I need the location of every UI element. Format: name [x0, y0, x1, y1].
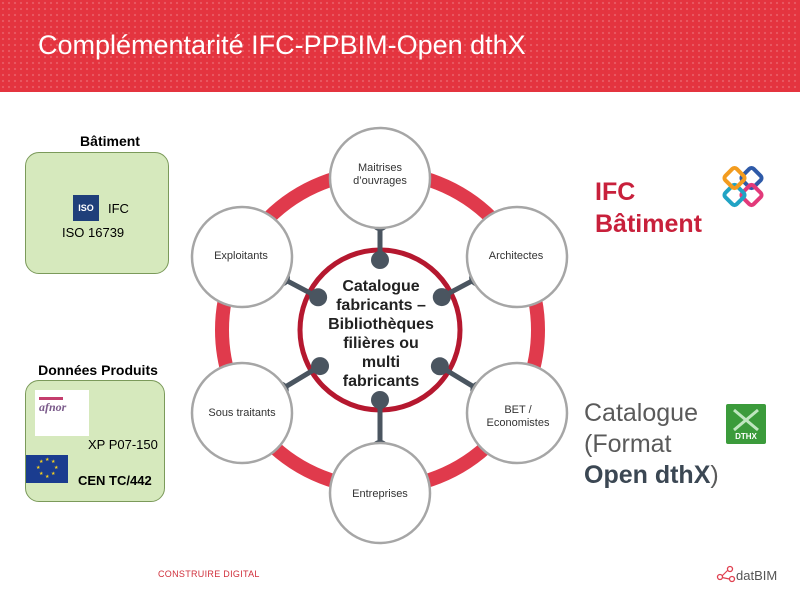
format-line: (Format — [584, 430, 672, 458]
node-exploitants-connector-dot — [309, 288, 328, 307]
afnor-logo: afnor — [35, 390, 89, 436]
node-entreprises-label: Entreprises — [330, 488, 430, 501]
open-dthx-bold: Open dthX — [584, 461, 711, 489]
node-architectes-connector-dot — [432, 288, 451, 307]
donnees-title: Données Produits — [38, 362, 158, 378]
eu-flag-icon: ★ ★ ★ ★ ★ ★ ★ ★ — [26, 455, 68, 483]
batiment-line: Bâtiment — [595, 210, 702, 238]
node-line: Exploitants — [214, 250, 268, 262]
node-bet-connector-dot — [430, 357, 449, 376]
xp-ref: XP P07-150 — [88, 437, 158, 452]
center-line: Bibliothèques — [328, 316, 434, 333]
node-bet-circle — [465, 361, 569, 465]
footer-datbim-logo: datBIM — [716, 562, 777, 583]
node-line: Architectes — [488, 250, 544, 262]
iso-logo-icon: ISO — [73, 195, 99, 221]
catalogue-line: Catalogue — [584, 399, 698, 427]
datbim-text: datBIM — [736, 568, 778, 583]
node-maitrises-label: Maitrises d’ouvrages — [330, 162, 430, 188]
node-line: d’ouvrages — [353, 175, 407, 187]
center-line: Catalogue — [342, 278, 420, 295]
node-line: Sous traitants — [208, 407, 276, 419]
cen-ref: CEN TC/442 — [78, 473, 152, 488]
open-dthx-paren: ) — [710, 461, 719, 489]
center-line: fabricants – — [336, 297, 426, 314]
ifc-batiment-text: IFC Bâtiment — [595, 176, 702, 240]
center-line: multi — [361, 354, 401, 371]
node-line: BET / — [504, 404, 532, 416]
node-line: Entreprises — [352, 488, 408, 500]
center-line: filières ou — [343, 335, 419, 352]
catalogue-text: Catalogue (Format Open dthX) — [584, 398, 719, 491]
node-entreprises-connector-dot — [371, 391, 389, 409]
node-line: Maitrises — [357, 162, 402, 174]
open-dthx-line: Open dthX) — [584, 460, 719, 491]
node-exploitants-label: Exploitants — [191, 250, 291, 263]
node-bet-label: BET / Economistes — [466, 404, 570, 430]
node-architectes-label: Architectes — [466, 250, 566, 263]
dthx-logo-text: DTHX — [735, 432, 757, 441]
node-architectes-circle — [465, 205, 569, 309]
ifc-label: IFC — [108, 201, 129, 216]
slide-title: Complémentarité IFC-PPBIM-Open dthX — [38, 30, 526, 60]
node-line: Economistes — [486, 417, 550, 429]
node-sous-traitants-circle — [190, 361, 294, 465]
node-sous-traitants-connector-dot — [311, 357, 330, 376]
node-maitrises-connector-dot — [371, 251, 389, 269]
iso-ref: ISO 16739 — [62, 225, 125, 240]
node-sous-traitants-label: Sous traitants — [192, 407, 292, 420]
batiment-title: Bâtiment — [80, 133, 140, 149]
header-banner: Complémentarité IFC-PPBIM-Open dthX — [0, 0, 800, 92]
datbim-nodes-icon — [716, 565, 736, 583]
node-exploitants-circle — [190, 205, 294, 309]
node-entreprises-circle — [328, 441, 432, 545]
center-label: Catalogue fabricants – Bibliothèques fil… — [310, 277, 452, 391]
node-maitrises-circle — [328, 126, 432, 230]
footer-construire-digital: CONSTRUIRE DIGITAL — [158, 569, 260, 579]
afnor-logo-text: afnor — [39, 400, 67, 414]
ifc-line: IFC — [595, 178, 636, 206]
center-line: fabricants — [342, 373, 420, 390]
dthx-logo-icon: DTHX — [726, 404, 766, 444]
nodes — [190, 126, 569, 545]
afnor-logo-bar — [39, 397, 63, 400]
